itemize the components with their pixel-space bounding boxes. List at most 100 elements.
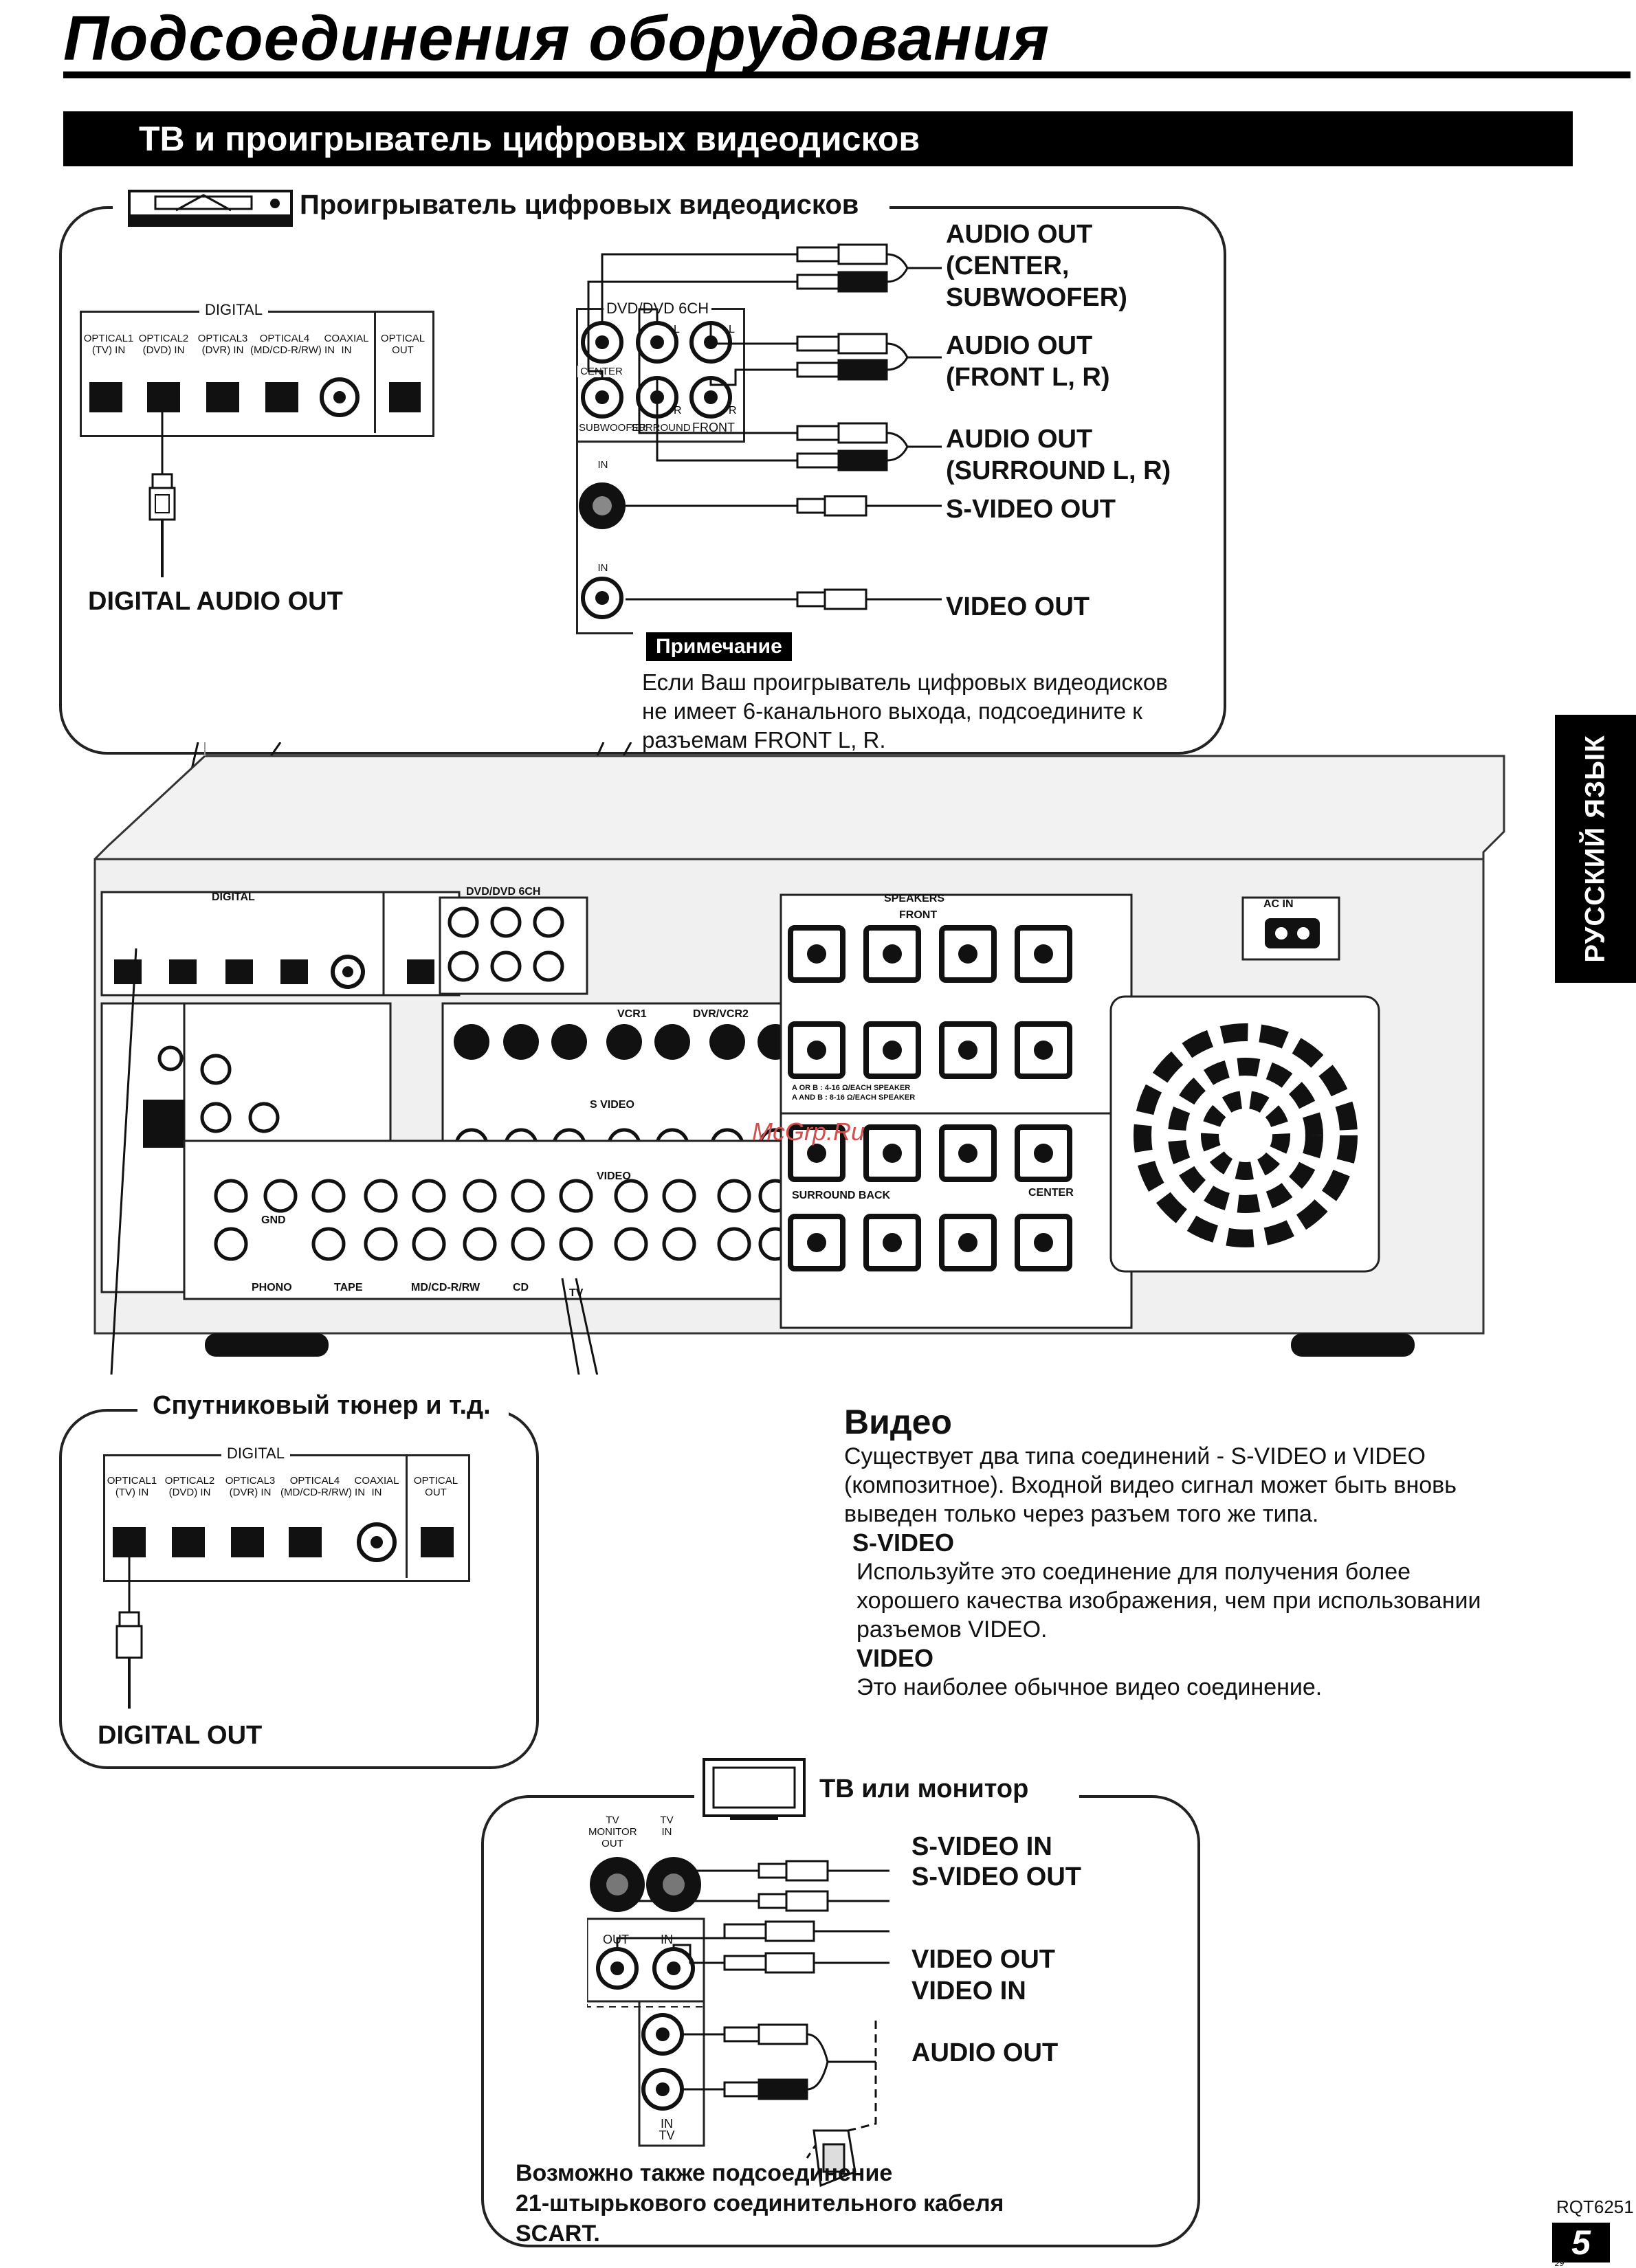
rcv-digital-label: DIGITAL	[212, 891, 255, 903]
video-out-label: VIDEO OUT	[946, 592, 1090, 621]
audio-out-front-2: (FRONT L, R)	[946, 363, 1110, 392]
audio-out-front-1: AUDIO OUT	[946, 331, 1093, 360]
rcv-video-label: VIDEO	[597, 1170, 631, 1182]
svideo-out-label: S-VIDEO OUT	[946, 495, 1116, 524]
tv-out-label: OUT	[603, 1933, 629, 1946]
sat-digital-out-label: DIGITAL OUT	[98, 1721, 263, 1750]
video-section-text: Существует два типа соединений - S-VIDEO…	[844, 1442, 1532, 1702]
sat-jack-label-4: OPTICAL4(MD/CD-R/RW) IN	[280, 1475, 366, 1498]
jack-label-optical4: OPTICAL4(MD/CD-R/RW) IN	[250, 333, 335, 356]
video-subheading: VIDEO	[856, 1644, 934, 1672]
surround-label: SURROUND	[631, 422, 691, 434]
tv-panel-title: ТВ или монитор	[819, 1775, 1029, 1803]
audio-out-center-1: AUDIO OUT	[946, 220, 1093, 249]
tv-icon	[703, 1758, 806, 1820]
page-number: 5	[1552, 2223, 1610, 2263]
sat-panel-title-bg	[137, 1390, 509, 1428]
audio-out-center-2: (CENTER,	[946, 252, 1070, 280]
audio-out-surround-1: AUDIO OUT	[946, 425, 1093, 454]
tv-video-in-label: VIDEO IN	[911, 1977, 1026, 2005]
tv-svideo-out-label: S-VIDEO OUT	[911, 1863, 1082, 1891]
section-banner: ТВ и проигрыватель цифровых видеодисков	[63, 111, 1573, 166]
rcv-surround-back-label: SURROUND BACK	[792, 1190, 891, 1201]
dvd-digital-jacks	[89, 377, 421, 417]
optical-out-jack	[389, 382, 421, 412]
sat-panel	[59, 1409, 539, 1769]
watermark: McGrp.Ru	[752, 1118, 865, 1146]
sat-optical-plug-icon	[115, 1544, 143, 1709]
digital-audio-out-label: DIGITAL AUDIO OUT	[88, 587, 343, 616]
tv-in2-label: IN	[661, 1933, 673, 1946]
front-label: FRONT	[692, 421, 735, 434]
dvd-cables	[587, 243, 942, 610]
rcv-svideo-label: S VIDEO	[590, 1099, 634, 1111]
tv-svideo-in-label: S-VIDEO IN	[911, 1832, 1052, 1861]
optical2-jack	[147, 382, 180, 412]
optical4-jack	[265, 382, 298, 412]
scart-plug-icon	[813, 2129, 856, 2188]
rcv-tv-label: TV	[569, 1287, 584, 1299]
sat-jack-label-2: OPTICAL2(DVD) IN	[164, 1475, 215, 1498]
svg-text:R: R	[729, 405, 737, 416]
page-title: Подсоединения оборудования	[63, 3, 1050, 74]
rcv-speakers-label: SPEAKERS	[884, 893, 944, 904]
sat-jack-label-3: OPTICAL3(DVR) IN	[225, 1475, 276, 1498]
language-tab-label: РУССКИЙ ЯЗЫК	[1580, 735, 1611, 963]
jack-label-optical2: OPTICAL2(DVD) IN	[138, 333, 189, 356]
dvd-panel-title: Проигрыватель цифровых видеодисков	[300, 190, 859, 220]
note-heading: Примечание	[646, 632, 792, 661]
rcv-dvrvcr2-label: DVR/VCR2	[693, 1008, 749, 1020]
svg-text:R: R	[674, 405, 682, 416]
optical-out-divider	[374, 311, 376, 433]
rcv-vcr1-label: VCR1	[617, 1008, 647, 1020]
svideo-in-label: IN	[597, 459, 608, 471]
video-section-title: Видео	[844, 1403, 952, 1441]
rcv-cd-label: CD	[513, 1282, 529, 1293]
language-tab: РУССКИЙ ЯЗЫК	[1555, 715, 1636, 983]
dvd-player-icon	[128, 190, 293, 227]
svg-text:L: L	[674, 324, 680, 335]
optical-plug-icon	[148, 399, 176, 577]
sat-digital-jacks	[113, 1522, 454, 1562]
optical1-jack	[89, 382, 122, 412]
tv-jacks-and-cables	[587, 1857, 889, 2188]
svideo-subheading: S-VIDEO	[852, 1528, 955, 1557]
audio-out-surround-2: (SURROUND L, R)	[946, 456, 1171, 485]
fan-grille-icon	[1134, 1023, 1358, 1247]
jack-label-optical1: OPTICAL1(TV) IN	[83, 333, 134, 356]
title-rule	[63, 71, 1631, 78]
rcv-center-label: CENTER	[1028, 1187, 1074, 1199]
rcv-phono-label: PHONO	[252, 1282, 292, 1293]
svg-text:L: L	[729, 324, 735, 335]
sat-jack-label-1: OPTICAL1(TV) IN	[107, 1475, 157, 1498]
rcv-impedance-1: A OR B : 4-16 Ω/EACH SPEAKER	[792, 1084, 910, 1092]
rcv-tape-label: TAPE	[334, 1282, 363, 1293]
sat-divider	[406, 1454, 408, 1578]
small-page-number: 29	[1555, 2258, 1565, 2268]
sat-panel-title: Спутниковый тюнер и т.д.	[153, 1391, 491, 1420]
dvd-in-block	[576, 440, 633, 634]
doc-code: RQT6251	[1556, 2197, 1634, 2217]
digital-header: DIGITAL	[199, 301, 268, 319]
rcv-front-label: FRONT	[899, 909, 937, 921]
rcv-impedance-2: A AND B : 8-16 Ω/EACH SPEAKER	[792, 1093, 915, 1102]
video-in-label: IN	[597, 562, 608, 574]
jack-label-optical3: OPTICAL3(DVR) IN	[197, 333, 248, 356]
rcv-gnd-label: GND	[261, 1214, 286, 1226]
scart-note: Возможно также подсоединение 21-штырьков…	[516, 2160, 1004, 2247]
sat-digital-header: DIGITAL	[221, 1445, 290, 1463]
audio-out-center-3: SUBWOOFER)	[946, 283, 1127, 312]
receiver-rear-panel: DIGITAL DVD/DVD 6CH SPEAKERS FRONT AC IN…	[93, 742, 1505, 1375]
rcv-dvd6ch-label: DVD/DVD 6CH	[466, 886, 540, 898]
note-text: Если Ваш проигрыватель цифровых видеодис…	[642, 669, 1168, 753]
tv-video-out-label: VIDEO OUT	[911, 1945, 1056, 1974]
dvd-panel	[59, 206, 1226, 755]
tv-audio-out-label: AUDIO OUT	[911, 2038, 1059, 2067]
rcv-acin-label: AC IN	[1263, 898, 1294, 910]
